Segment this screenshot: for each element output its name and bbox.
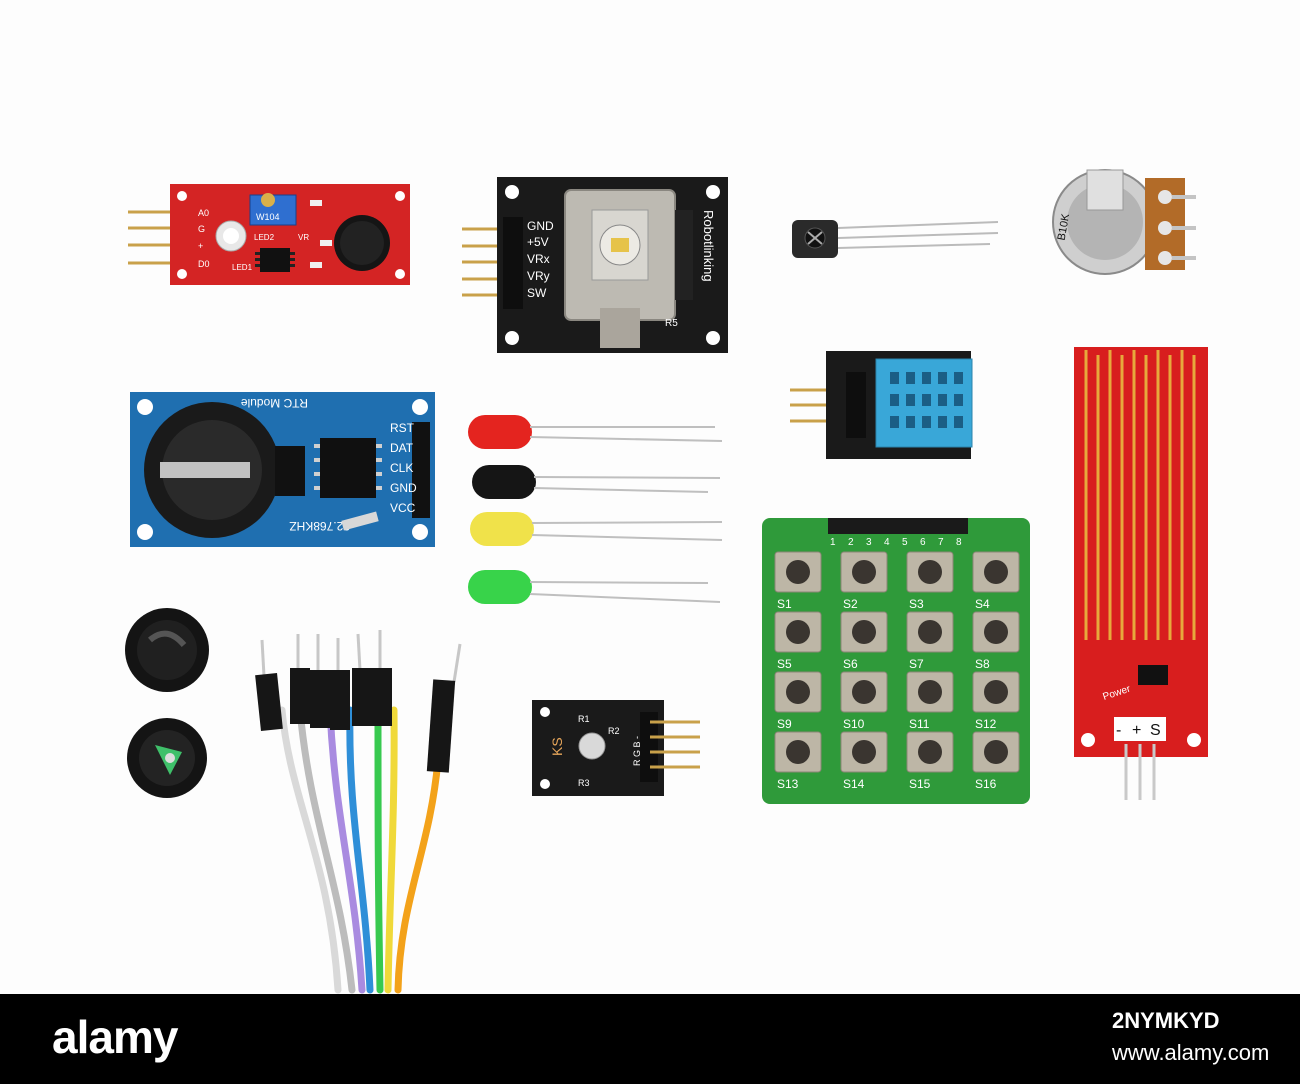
keypad-key-s14: S14 xyxy=(840,731,888,791)
joy-brand: Robotlinking xyxy=(701,210,716,282)
joy-pin-vry: VRy xyxy=(527,269,550,283)
keypad-key-label: S4 xyxy=(975,597,990,611)
jumper-wire-heads xyxy=(255,630,462,773)
sound-sensor-module: W104 A0 G + D0 LED2 LED1 VR xyxy=(128,184,410,285)
keypad-key-s1: S1 xyxy=(774,551,822,611)
keypad-key-s9: S9 xyxy=(774,671,822,731)
buzzer-bottom xyxy=(127,718,207,798)
joy-pin-gnd: GND xyxy=(527,219,554,233)
keypad-key-s11: S11 xyxy=(906,671,954,731)
keypad-key-label: S1 xyxy=(777,597,792,611)
keypad-key-label: S5 xyxy=(777,657,792,671)
electronics-modules-photo: W104 A0 G + D0 LED2 LED1 VR GND +5V VRx … xyxy=(125,169,1208,994)
rgb-r1: R1 xyxy=(578,714,590,724)
rtc-pin-rst: RST xyxy=(390,421,415,435)
jumper-wires xyxy=(278,706,442,994)
keypad-key-s3: S3 xyxy=(906,551,954,611)
keypad-key-s7: S7 xyxy=(906,611,954,671)
buzzer-top xyxy=(125,608,209,692)
vr-label: VR xyxy=(298,233,309,242)
keypad-key-s16: S16 xyxy=(972,731,1020,791)
led-green xyxy=(468,570,721,604)
keypad-key-label: S8 xyxy=(975,657,990,671)
keypad-key-label: S11 xyxy=(909,717,930,731)
keypad-key-label: S6 xyxy=(843,657,858,671)
keypad-header-2: 2 xyxy=(848,537,854,548)
keypad-header-6: 6 xyxy=(920,537,926,548)
keypad-header-3: 3 xyxy=(866,537,872,548)
led2-label: LED2 xyxy=(254,233,275,242)
rtc-pin-clk: CLK xyxy=(390,461,413,475)
pot-value: B10K xyxy=(1056,212,1073,241)
joy-pin-5v: +5V xyxy=(527,235,549,249)
led-red xyxy=(468,415,723,449)
dht11-module xyxy=(790,351,973,459)
rtc-crystal: 32.768KHZ xyxy=(289,519,350,533)
keypad-key-s4: S4 xyxy=(972,551,1020,611)
site-url: www.alamy.com xyxy=(1112,1040,1270,1065)
water-pin-s: S xyxy=(1150,722,1161,739)
keypad-header-4: 4 xyxy=(884,537,890,548)
alamy-logo: alamy xyxy=(52,1011,178,1063)
keypad-key-s15: S15 xyxy=(906,731,954,791)
keypad-key-label: S15 xyxy=(909,777,931,791)
keypad-key-s12: S12 xyxy=(972,671,1020,731)
water-pin-plus: + xyxy=(1132,722,1141,739)
rtc-module: RTC Module RST DAT CLK GND VCC 32.768KHZ xyxy=(130,392,435,547)
water-sensor-module: - + S Power xyxy=(1074,347,1208,800)
rgb-pins: R G B - xyxy=(632,736,642,766)
joy-pin-vrx: VRx xyxy=(527,252,550,266)
water-pin-minus: - xyxy=(1116,722,1121,739)
keypad-key-label: S12 xyxy=(975,717,997,731)
joy-r5: R5 xyxy=(665,318,678,329)
keypad-key-label: S14 xyxy=(843,777,865,791)
rgb-led-module: KS R1 R2 R3 R G B - xyxy=(532,700,700,796)
keypad-header-8: 8 xyxy=(956,537,962,548)
rgb-r3: R3 xyxy=(578,778,590,788)
keypad-key-label: S3 xyxy=(909,597,924,611)
image-id: 2NYMKYD xyxy=(1112,1008,1220,1033)
rtc-title: RTC Module xyxy=(241,396,308,410)
keypad-key-label: S7 xyxy=(909,657,924,671)
rtc-pin-gnd: GND xyxy=(390,481,417,495)
keypad-header-5: 5 xyxy=(902,537,908,548)
watermark-footer: alamy 2NYMKYD www.alamy.com xyxy=(0,994,1300,1084)
keypad-key-s8: S8 xyxy=(972,611,1020,671)
sound-pin-a0: A0 xyxy=(198,208,209,218)
keypad-key-s5: S5 xyxy=(774,611,822,671)
rtc-pin-vcc: VCC xyxy=(390,501,416,515)
sound-pin-d0: D0 xyxy=(198,259,210,269)
keypad-header-1: 1 xyxy=(830,537,836,548)
keypad-header-7: 7 xyxy=(938,537,944,548)
keypad-key-s2: S2 xyxy=(840,551,888,611)
ir-receiver xyxy=(792,220,999,258)
keypad-key-label: S10 xyxy=(843,717,865,731)
sound-pin-g: G xyxy=(198,224,205,234)
potentiometer: B10K xyxy=(1052,169,1196,275)
keypad-key-s6: S6 xyxy=(840,611,888,671)
sound-pin-plus: + xyxy=(198,241,203,251)
rgb-ks-label: KS xyxy=(549,737,565,756)
keypad-key-label: S13 xyxy=(777,777,799,791)
keypad-key-s10: S10 xyxy=(840,671,888,731)
led-yellow xyxy=(470,512,723,546)
led1-label: LED1 xyxy=(232,263,253,272)
joystick-module: GND +5V VRx VRy SW Robotlinking R5 xyxy=(462,177,728,353)
rgb-r2: R2 xyxy=(608,726,620,736)
led-black xyxy=(472,465,721,499)
keypad-key-label: S16 xyxy=(975,777,997,791)
rtc-pin-dat: DAT xyxy=(390,441,414,455)
keypad-key-s13: S13 xyxy=(774,731,822,791)
keypad-key-label: S2 xyxy=(843,597,858,611)
keypad-key-label: S9 xyxy=(777,717,792,731)
joy-pin-sw: SW xyxy=(527,286,547,300)
pot-label: W104 xyxy=(256,212,280,222)
